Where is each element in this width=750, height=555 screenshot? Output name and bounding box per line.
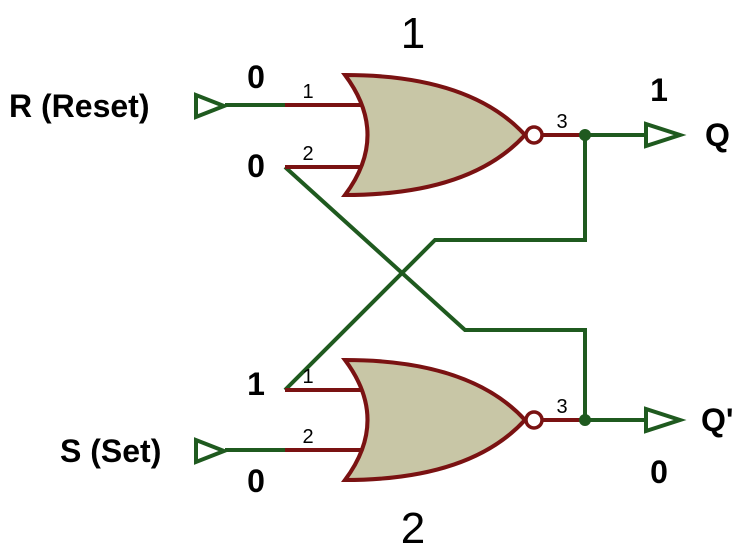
gate2-pin2-number: 2 xyxy=(302,426,313,448)
q-value: 1 xyxy=(650,72,668,108)
gate1-pin2-number: 2 xyxy=(302,143,313,165)
gate2-pin1-number: 1 xyxy=(302,366,313,388)
nor-gate-1-bubble xyxy=(524,125,544,145)
set-value: 0 xyxy=(247,463,265,499)
q-terminal-icon xyxy=(644,121,687,149)
gate1-pin1-number: 1 xyxy=(302,81,313,103)
set-terminal-icon xyxy=(194,437,230,465)
qbar-terminal-icon xyxy=(644,406,687,434)
nor-gate-1-body xyxy=(341,72,528,198)
nor-gate-2-body xyxy=(341,357,528,483)
set-input-label: S (Set) xyxy=(60,433,161,469)
q-feedback-wire xyxy=(283,135,587,392)
gate1-in2-value: 0 xyxy=(247,148,265,184)
gate1-pin3-number: 3 xyxy=(556,111,567,133)
gate2-in1-value: 1 xyxy=(247,366,265,402)
qbar-junction-dot xyxy=(579,414,591,426)
reset-input-label: R (Reset) xyxy=(9,88,149,124)
gate2-pin3-number: 3 xyxy=(556,396,567,418)
nor-gate-1 xyxy=(341,72,544,198)
nor-gate-2-bubble xyxy=(524,410,544,430)
reset-terminal-icon xyxy=(194,92,230,120)
gate-2-number: 2 xyxy=(401,504,425,553)
qbar-output-label: Q' xyxy=(701,402,734,438)
gate-1-number: 1 xyxy=(401,9,425,58)
q-junction-dot xyxy=(579,129,591,141)
reset-value: 0 xyxy=(247,59,265,95)
qbar-value: 0 xyxy=(650,454,668,490)
q-output-label: Q xyxy=(705,117,730,153)
qbar-feedback-wire xyxy=(283,165,587,420)
nor-gate-2 xyxy=(341,357,544,483)
